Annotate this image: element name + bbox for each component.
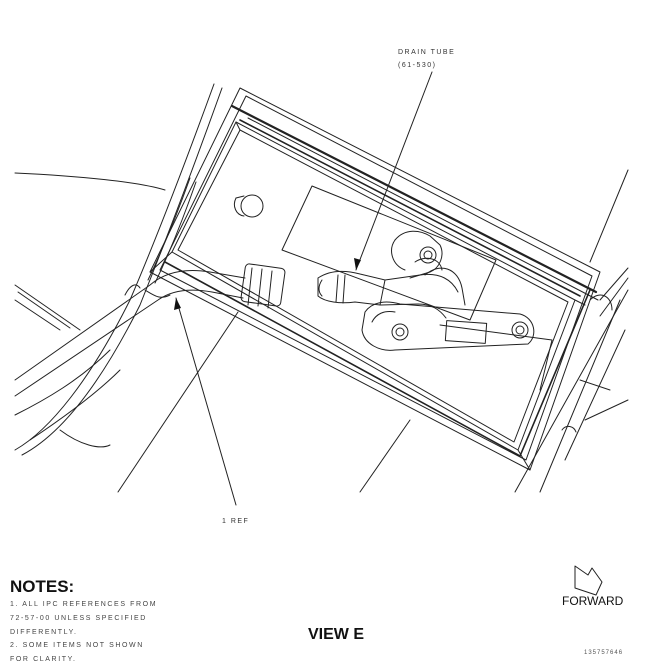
drain-tube-callout: DRAIN TUBE: [398, 49, 456, 56]
structure-lines: [14, 169, 629, 493]
forward-arrow-icon: [574, 565, 603, 596]
note-line: 72-57-00 UNLESS SPECIFIED: [10, 615, 147, 622]
frame-member: [14, 83, 223, 456]
leader-lines: [175, 71, 433, 506]
arrowhead-icon: [174, 298, 181, 310]
note-line: DIFFERENTLY.: [10, 629, 78, 636]
ref-leader: [175, 297, 237, 506]
drain-tube-leader: [355, 71, 433, 271]
figure-id: 135757646: [584, 650, 624, 656]
cap-fitting: [233, 194, 264, 218]
note-line: 1. ALL IPC REFERENCES FROM: [10, 601, 158, 608]
forward-label: FORWARD: [562, 594, 624, 608]
edge-fittings: [561, 294, 629, 433]
access-panel: [149, 87, 601, 471]
note-line: FOR CLARITY.: [10, 656, 77, 663]
drain-tube-ref: (61-530): [398, 62, 437, 69]
notes-heading: NOTES:: [10, 577, 75, 596]
ref-callout: 1 REF: [222, 518, 250, 525]
bracket: [361, 230, 535, 351]
note-line: 2. SOME ITEMS NOT SHOWN: [10, 642, 144, 649]
arrowhead-icon: [354, 258, 361, 270]
view-label: VIEW E: [308, 626, 365, 643]
